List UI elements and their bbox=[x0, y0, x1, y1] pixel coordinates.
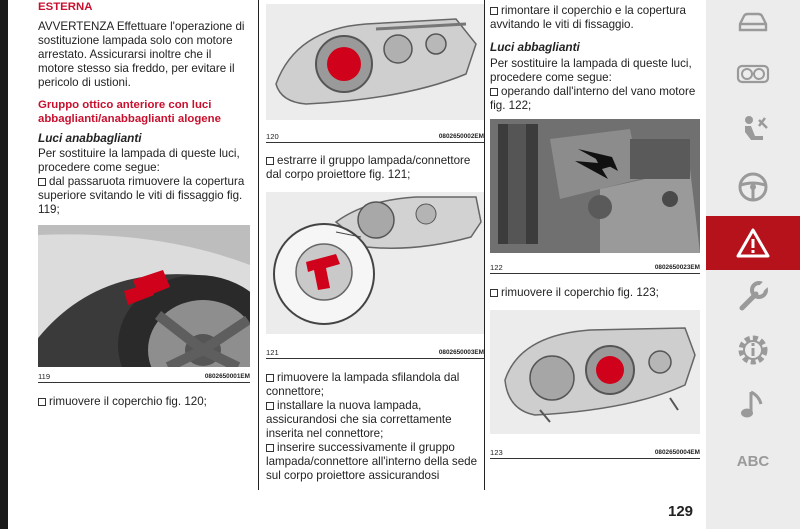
chapter-sidebar: ABC bbox=[706, 0, 800, 529]
sidebar-item-maintenance[interactable] bbox=[706, 272, 800, 322]
checkbox-icon bbox=[266, 157, 274, 165]
figure-number: 123 bbox=[490, 447, 503, 457]
figure-caption: 123 0802650004EM bbox=[490, 446, 700, 459]
figure-120 bbox=[266, 4, 484, 120]
engine-bay-illustration bbox=[490, 119, 700, 253]
figure-119 bbox=[38, 225, 250, 367]
sidebar-item-index[interactable]: ABC bbox=[706, 438, 800, 484]
page-number: 129 bbox=[668, 503, 694, 520]
step-text: operando dall'interno del vano motore fi… bbox=[490, 85, 696, 112]
sidebar-item-multimedia[interactable] bbox=[706, 380, 800, 430]
music-note-icon bbox=[741, 390, 763, 418]
step-text: estrarre il gruppo lampada/connettore da… bbox=[266, 154, 471, 181]
checkbox-icon bbox=[490, 289, 498, 297]
sidebar-item-starting[interactable] bbox=[706, 162, 800, 212]
checkbox-icon bbox=[38, 178, 46, 186]
bulb-connector-illustration bbox=[266, 192, 484, 334]
wheel-arch-illustration bbox=[38, 225, 250, 367]
figure-caption: 119 0802650001EM bbox=[38, 370, 250, 383]
subsection-title: Luci anabbaglianti bbox=[38, 131, 142, 145]
section-title: Gruppo ottico anteriore con luci abbagli… bbox=[38, 99, 221, 125]
step-text: installare la nuova lampada, assicurando… bbox=[266, 399, 452, 440]
step-text: rimuovere il coperchio fig. 120; bbox=[38, 395, 250, 409]
sidebar-item-technical-data[interactable] bbox=[706, 324, 800, 376]
figure-code: 0802650003EM bbox=[438, 348, 484, 356]
manual-page: ESTERNA AVVERTENZA Effettuare l'operazio… bbox=[8, 0, 706, 529]
step-text: dal passaruota rimuovere la copertura su… bbox=[38, 175, 245, 216]
column-2: 120 0802650002EM estrarre il gruppo lamp… bbox=[266, 0, 484, 483]
subsection-title: Luci abbaglianti bbox=[490, 40, 580, 54]
figure-code: 0802650004EM bbox=[654, 448, 700, 456]
headlight-illustration bbox=[266, 4, 484, 120]
column-divider bbox=[258, 0, 259, 490]
figure-code: 0802650023EM bbox=[654, 263, 700, 271]
step-text: inserire successivamente il gruppo lampa… bbox=[266, 441, 478, 482]
figure-122 bbox=[490, 119, 700, 253]
sidebar-item-vehicle[interactable] bbox=[706, 0, 800, 44]
step-text: rimuovere il coperchio fig. 123; bbox=[490, 286, 700, 300]
figure-caption: 120 0802650002EM bbox=[266, 130, 484, 143]
intro-text: Per sostituire la lampada di queste luci… bbox=[38, 147, 240, 174]
checkbox-icon bbox=[38, 398, 46, 406]
checkbox-icon bbox=[490, 88, 498, 96]
index-label: ABC bbox=[736, 452, 770, 470]
figure-number: 119 bbox=[38, 371, 51, 381]
checkbox-icon bbox=[266, 374, 274, 382]
step-text: rimontare il coperchio e la copertura av… bbox=[490, 4, 686, 31]
warning-triangle-icon bbox=[736, 228, 770, 258]
dashboard-gauges-icon bbox=[736, 64, 770, 84]
column-1: ESTERNA AVVERTENZA Effettuare l'operazio… bbox=[38, 0, 250, 409]
checkbox-icon bbox=[266, 444, 274, 452]
gear-info-icon bbox=[738, 335, 768, 365]
figure-code: 0802650002EM bbox=[438, 132, 484, 140]
headlight-rear-illustration bbox=[490, 310, 700, 434]
figure-caption: 121 0802650003EM bbox=[266, 346, 484, 359]
warning-text: AVVERTENZA Effettuare l'operazione di so… bbox=[38, 20, 245, 89]
section-heading-top: ESTERNA bbox=[38, 1, 93, 13]
figure-number: 120 bbox=[266, 131, 279, 141]
column-divider bbox=[484, 0, 485, 490]
checkbox-icon bbox=[266, 402, 274, 410]
column-3: rimontare il coperchio e la copertura av… bbox=[490, 0, 700, 459]
sidebar-item-dashboard[interactable] bbox=[706, 52, 800, 96]
figure-number: 122 bbox=[490, 262, 503, 272]
checkbox-icon bbox=[490, 7, 498, 15]
steering-wheel-icon bbox=[738, 172, 768, 202]
figure-121 bbox=[266, 192, 484, 334]
step-text: rimuovere la lampada sfilandola dal conn… bbox=[266, 371, 460, 398]
sidebar-item-emergency[interactable] bbox=[706, 216, 800, 270]
sidebar-item-safety[interactable] bbox=[706, 106, 800, 156]
seat-airbag-icon bbox=[745, 116, 768, 140]
wrench-icon bbox=[739, 281, 769, 311]
figure-caption: 122 0802650023EM bbox=[490, 261, 700, 274]
figure-number: 121 bbox=[266, 347, 279, 357]
intro-text: Per sostituire la lampada di queste luci… bbox=[490, 57, 692, 84]
figure-123 bbox=[490, 310, 700, 434]
car-icon bbox=[738, 12, 768, 32]
figure-code: 0802650001EM bbox=[204, 372, 250, 380]
